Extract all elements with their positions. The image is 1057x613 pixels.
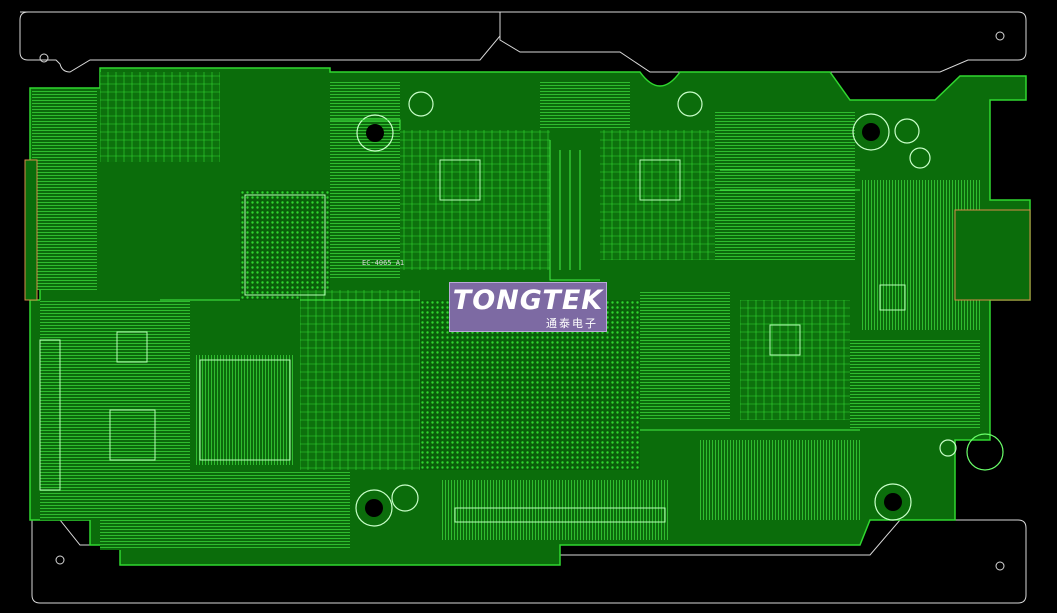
frame-outline	[19, 11, 1027, 604]
ring-hole-centers	[365, 123, 994, 517]
bus-traces	[160, 119, 860, 431]
logo-subtitle-text: 通泰电子	[546, 317, 598, 330]
mount-holes	[39, 31, 1005, 571]
ic-packages	[109, 159, 906, 461]
tongtek-logo: TONGTEK 通泰电子	[449, 282, 607, 332]
ring-holes	[355, 91, 1004, 527]
logo-brand-text: TONGTEK	[452, 285, 604, 316]
connectors	[24, 159, 1031, 523]
silkscreen-label: EC-4065 A1	[362, 259, 405, 267]
